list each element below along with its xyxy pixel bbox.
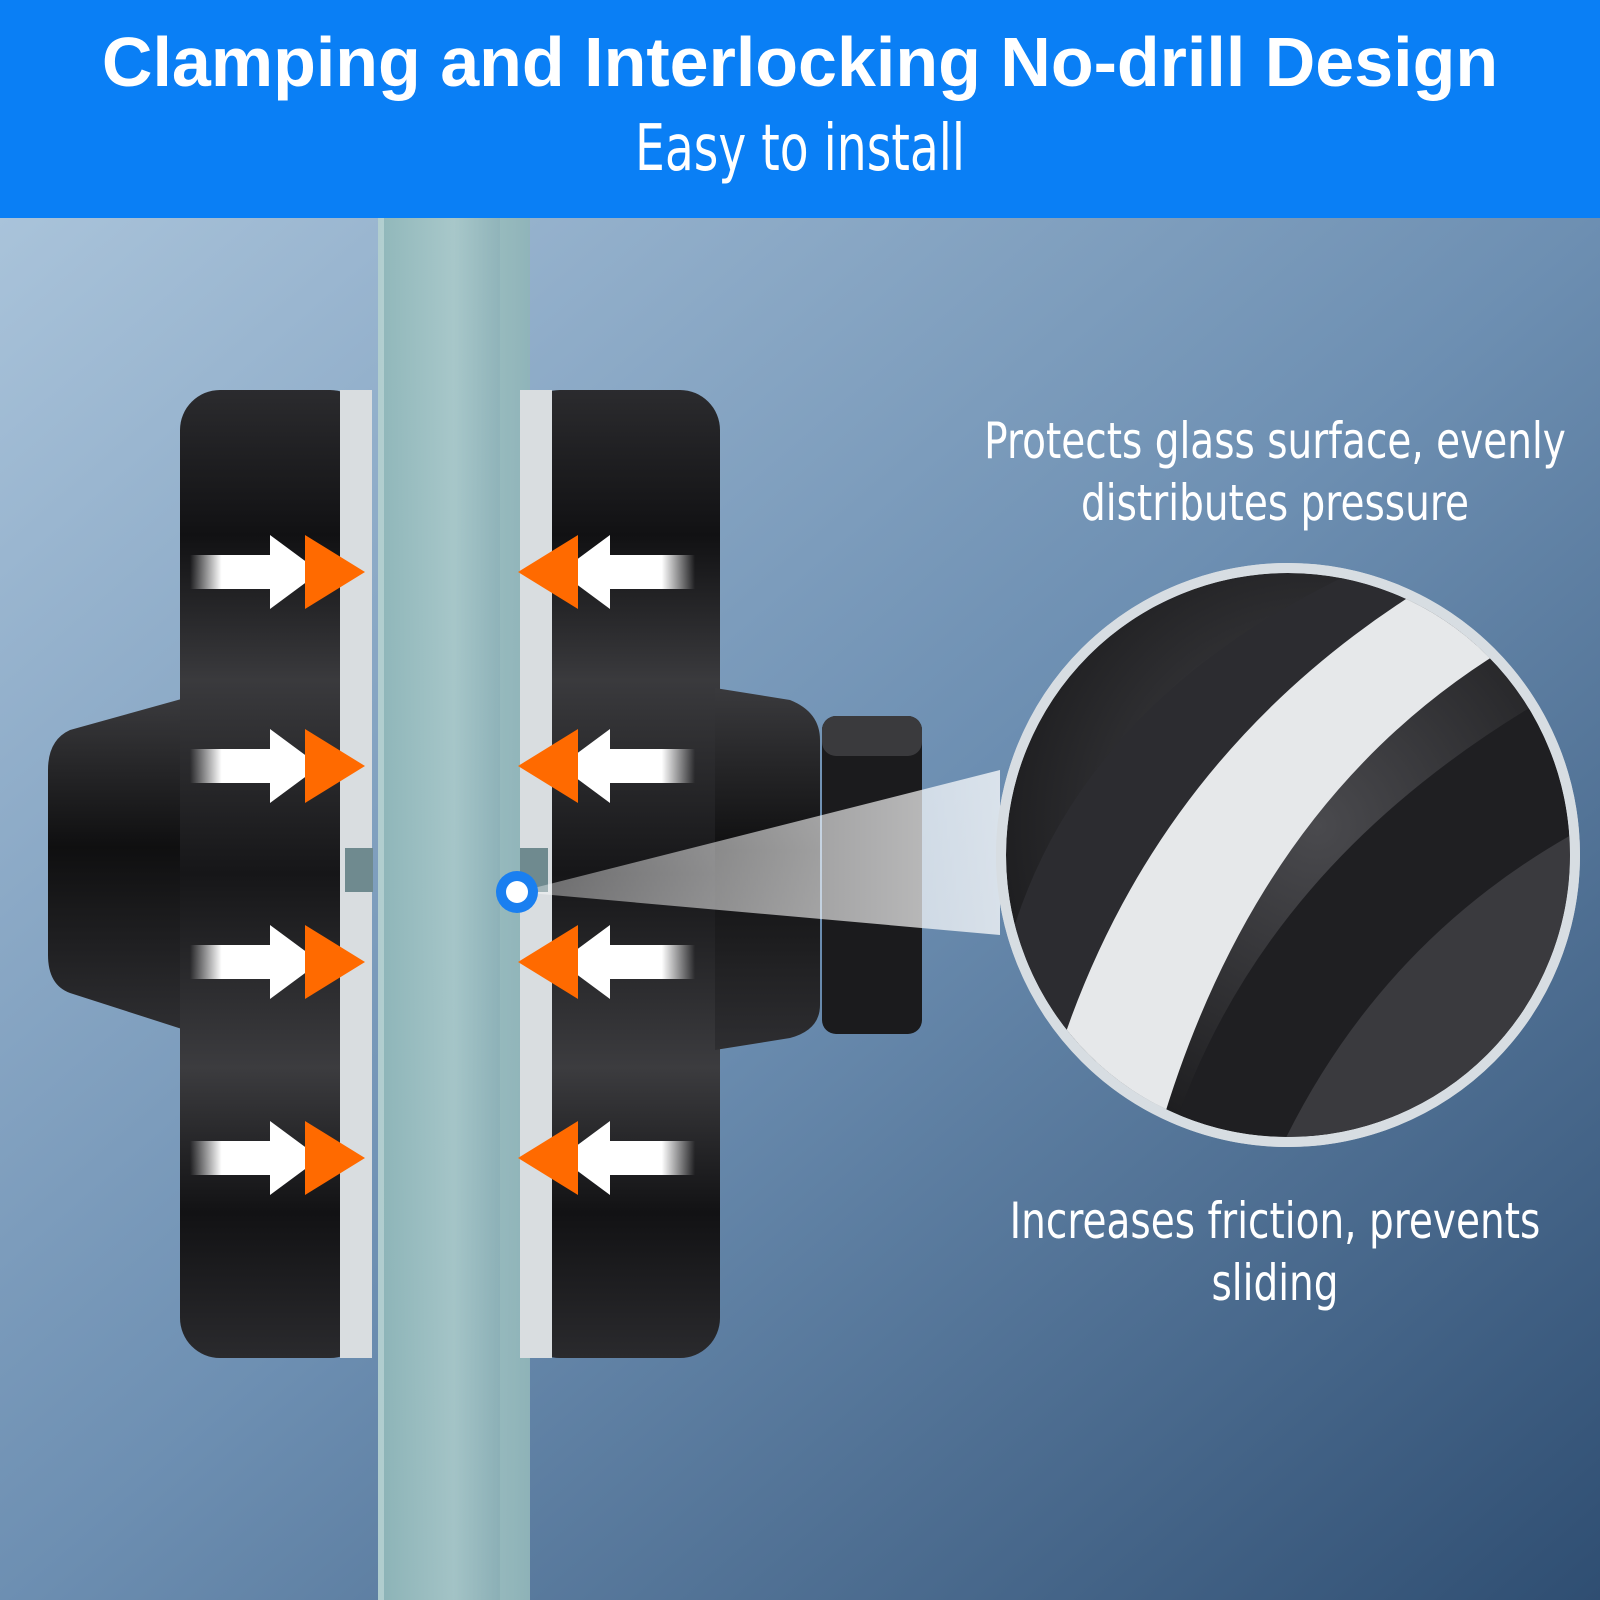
zoom-beam [518,770,1000,935]
compression-arrows-right [518,535,695,1195]
compression-arrow-icon [190,1121,365,1195]
header-banner: Clamping and Interlocking No-drill Desig… [0,0,1600,218]
product-illustration [0,218,1600,1600]
zoom-detail-circle [996,563,1580,1147]
compression-arrows-left [190,535,365,1195]
callout-bottom-line1: Increases friction, prevents [1009,1192,1541,1250]
zoom-marker-icon [496,871,538,913]
callout-protects-glass: Protects glass surface, evenly distribut… [979,410,1572,534]
left-clamp-body [180,390,370,1358]
callout-increases-friction: Increases friction, prevents sliding [979,1190,1572,1314]
compression-arrow-icon [518,925,695,999]
compression-arrow-icon [518,535,695,609]
left-knob [48,698,185,1030]
compression-arrow-icon [518,729,695,803]
callout-bottom-line2: sliding [1211,1254,1339,1312]
compression-arrow-icon [518,1121,695,1195]
compression-arrow-icon [190,729,365,803]
callout-top-line2: distributes pressure [1080,474,1470,532]
page-title: Clamping and Interlocking No-drill Desig… [101,23,1499,101]
compression-arrow-icon [190,925,365,999]
compression-arrow-icon [190,535,365,609]
page-subtitle: Easy to install [635,112,965,186]
callout-top-line1: Protects glass surface, evenly [984,412,1566,470]
